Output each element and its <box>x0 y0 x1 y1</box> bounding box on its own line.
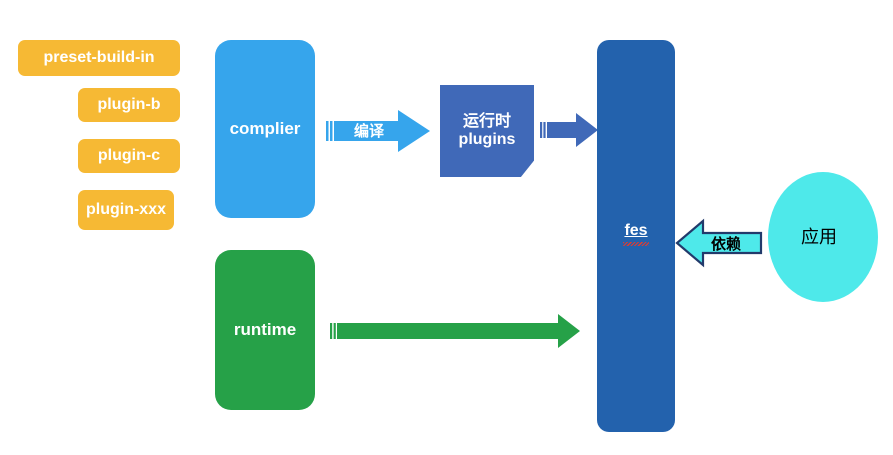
node-fes-label: fes <box>624 222 648 239</box>
document-fold-icon <box>520 160 534 177</box>
node-runtime-plugins-line2: plugins <box>458 131 516 148</box>
plugin-chip-preset-build-in[interactable]: preset-build-in <box>18 40 180 76</box>
plugin-chip-label: plugin-c <box>97 146 161 164</box>
plugin-chip-label: plugin-b <box>97 95 161 113</box>
node-fes[interactable]: fes <box>597 40 675 432</box>
runtime-to-fes-arrow <box>330 314 580 348</box>
node-complier-label: complier <box>229 119 301 139</box>
node-runtime-plugins[interactable]: 运行时 plugins <box>440 85 534 177</box>
node-runtime-plugins-line1: 运行时 <box>462 112 511 130</box>
node-app-label: 应用 <box>801 226 837 247</box>
plugin-chip-plugin-b[interactable]: plugin-b <box>78 88 180 122</box>
node-runtime[interactable]: runtime <box>215 250 315 410</box>
compile-arrow <box>326 110 430 152</box>
plugins-to-fes-arrow <box>540 113 598 147</box>
plugin-chip-plugin-c[interactable]: plugin-c <box>78 139 180 173</box>
node-runtime-label: runtime <box>233 320 297 340</box>
node-app[interactable]: 应用 <box>768 172 878 302</box>
depend-arrow <box>675 218 763 268</box>
node-complier[interactable]: complier <box>215 40 315 218</box>
plugin-chip-label: preset-build-in <box>43 48 155 66</box>
plugin-chip-plugin-xxx[interactable]: plugin-xxx <box>78 190 174 230</box>
plugin-chip-label: plugin-xxx <box>85 200 166 218</box>
spellcheck-underline-icon <box>623 242 649 246</box>
